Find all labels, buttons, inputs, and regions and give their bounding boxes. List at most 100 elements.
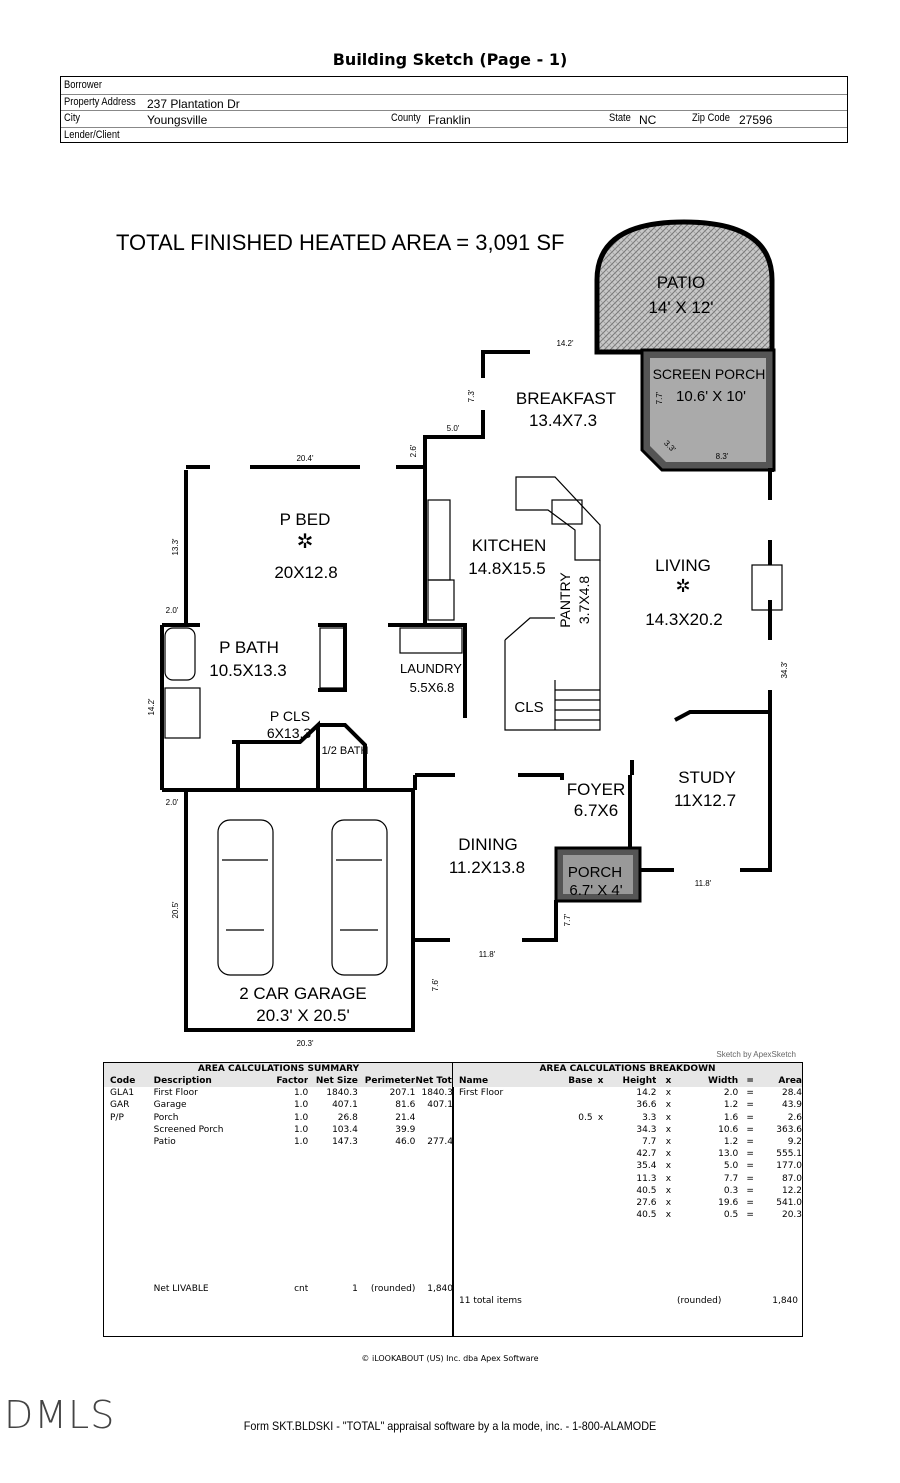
table-cell: = — [746, 1197, 754, 1208]
screen-porch-floor — [650, 358, 766, 462]
form-footer: Form SKT.BLDSKI - "TOTAL" appraisal soft… — [243, 1419, 657, 1433]
dim-label: 7.3' — [467, 389, 476, 402]
ceiling-fan-icons: ✲ ✲ — [297, 531, 691, 596]
table-cell: 103.4 — [332, 1124, 358, 1135]
table-cell: = — [746, 1100, 754, 1111]
table-cell: = — [746, 1136, 754, 1147]
table-cell: = — [746, 1112, 754, 1123]
dim-label: 2.0' — [166, 606, 179, 615]
table-cell: 14.2 — [636, 1088, 657, 1099]
table-cell: 555.1 — [776, 1149, 803, 1160]
table-cell: Perimeter — [364, 1076, 416, 1086]
front-porch-floor — [563, 855, 633, 894]
table-cell — [453, 1148, 555, 1160]
table-cell: 5.0 — [723, 1161, 739, 1172]
sketch-credit: Sketch by ApexSketch — [716, 1050, 796, 1059]
room-dim-foyer: 6.7X6 — [574, 801, 618, 820]
room-label-pbath: P BATH — [219, 638, 279, 657]
city-row: City Youngsville County Franklin State N… — [61, 110, 847, 128]
table-cell — [453, 1136, 555, 1148]
table-cell — [453, 1124, 555, 1136]
table-cell — [555, 1099, 593, 1111]
table-cell: First Floor — [459, 1088, 504, 1099]
room-label-foyer: FOYER — [567, 780, 626, 799]
dim-label: 5.0' — [447, 424, 460, 433]
table-cell — [453, 1112, 555, 1124]
dim-label: 11.8' — [695, 879, 712, 888]
table-cell: 277.4 — [427, 1136, 453, 1147]
table-cell — [555, 1160, 593, 1172]
table-cell: x — [597, 1076, 604, 1086]
table-cell — [555, 1197, 593, 1209]
table-cell: 2.0 — [723, 1088, 739, 1099]
table-cell: x — [665, 1173, 672, 1184]
table-cell: 40.5 — [636, 1185, 657, 1196]
rounded-total: 1,840 — [772, 1296, 798, 1306]
table-cell: 1840.3 — [326, 1088, 358, 1099]
room-dim-living: 14.3X20.2 — [645, 610, 723, 629]
subject-info-form: Borrower Property Address 237 Plantation… — [60, 76, 848, 143]
table-cell: 35.4 — [636, 1161, 657, 1172]
table-cell — [593, 1136, 609, 1148]
table-cell — [555, 1087, 593, 1099]
room-dim-breakfast: 13.4X7.3 — [529, 411, 597, 430]
dim-label: 20.5' — [171, 901, 180, 919]
dim-label: 2.0' — [166, 798, 179, 807]
table-cell: 0.3 — [723, 1185, 739, 1196]
table-cell: 541.0 — [776, 1197, 803, 1208]
table-cell: 40.5 — [636, 1210, 657, 1221]
table-cell: 1.0 — [293, 1088, 309, 1099]
dim-label: 14.2' — [556, 339, 574, 348]
table-cell — [593, 1160, 609, 1172]
room-label-screen-porch: SCREEN PORCH — [653, 366, 766, 382]
table-cell: 407.1 — [332, 1100, 358, 1111]
table-cell: x — [665, 1197, 672, 1208]
room-dim-pcls: 6X13.3 — [267, 725, 312, 741]
table-cell: Description — [153, 1076, 212, 1086]
walls — [160, 350, 774, 1032]
table-cell: Factor — [276, 1076, 309, 1086]
room-label-cls: CLS — [514, 699, 543, 716]
breakdown-title: AREA CALCULATIONS BREAKDOWN — [539, 1064, 716, 1074]
table-cell: x — [665, 1185, 672, 1196]
table-cell: 27.6 — [636, 1197, 657, 1208]
table-cell: 1 — [352, 1284, 358, 1294]
table-cell — [555, 1148, 593, 1160]
summary-title: AREA CALCULATIONS SUMMARY — [197, 1064, 360, 1074]
table-cell: Net LIVABLE — [153, 1284, 209, 1294]
room-label-dining: DINING — [458, 835, 518, 854]
total-area-headline: TOTAL FINISHED HEATED AREA = 3,091 SF — [116, 230, 565, 255]
table-cell: 10.6 — [718, 1124, 739, 1135]
table-cell: = — [746, 1161, 754, 1172]
table-cell — [453, 1197, 555, 1209]
table-cell: 12.2 — [781, 1185, 803, 1196]
lender-label: Lender/Client — [64, 128, 120, 141]
table-cell — [555, 1136, 593, 1148]
dim-label: 14.2' — [147, 698, 156, 716]
table-cell: 1840.3 — [421, 1088, 454, 1099]
table-cell: Patio — [153, 1136, 176, 1147]
lender-row: Lender/Client — [61, 127, 847, 144]
room-label-patio: PATIO — [657, 273, 706, 292]
dim-label: 13.3' — [171, 538, 180, 556]
table-cell: 1.0 — [293, 1112, 309, 1123]
table-cell — [593, 1124, 609, 1136]
table-cell: 1.2 — [723, 1100, 739, 1111]
room-label-breakfast: BREAKFAST — [516, 389, 616, 408]
table-cell: x — [665, 1149, 672, 1160]
table-cell — [555, 1173, 593, 1185]
address-row: Property Address 237 Plantation Dr — [61, 94, 847, 111]
table-cell: 3.3 — [642, 1112, 657, 1123]
room-dim-pantry: 3.7X4.8 — [576, 576, 592, 624]
patio-area — [594, 219, 775, 355]
